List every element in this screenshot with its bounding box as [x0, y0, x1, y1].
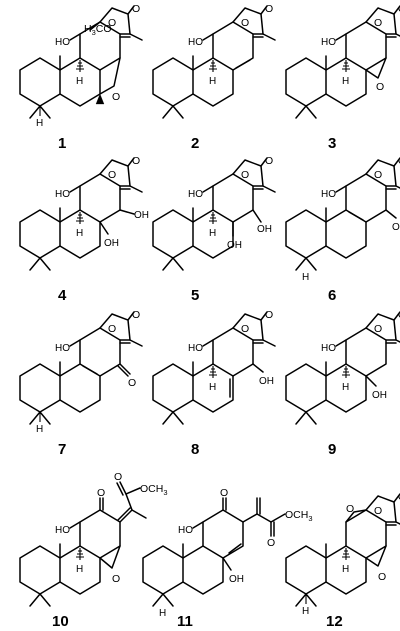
- ring-oxygen-label: O: [108, 323, 116, 335]
- compound-1: HO H H H3CO O O O 1: [19, 3, 143, 152]
- ester-methoxy-label: OCH3: [140, 483, 168, 497]
- compound-8: HO H OH O O 8: [152, 309, 276, 458]
- ring-oxygen-label: O: [108, 17, 116, 29]
- carbonyl-oxygen-label: O: [398, 491, 400, 503]
- hydrogen-label: H: [209, 382, 216, 393]
- compound-number: 9: [328, 441, 336, 458]
- hydrogen-label: H: [159, 608, 166, 619]
- epoxide-oxygen-label: O: [378, 571, 386, 583]
- hydroxyl-label: HO: [55, 525, 70, 536]
- hydroxyl-label: HO: [321, 343, 336, 354]
- carbonyl-oxygen-label: O: [398, 309, 400, 321]
- compound-7: HO H O O O 7: [19, 309, 143, 458]
- hydroxyl-label: OH: [392, 222, 400, 233]
- hydroxyl-label: HO: [55, 37, 70, 48]
- compound-number: 3: [328, 135, 336, 152]
- ring-oxygen-label: O: [241, 323, 249, 335]
- carbonyl-oxygen-label: O: [265, 309, 273, 321]
- compound-4: HO H OH OH O O 4: [19, 155, 149, 304]
- hydrogen-label: H: [76, 228, 83, 239]
- compound-number: 4: [58, 287, 67, 304]
- hydroxyl-label: HO: [188, 343, 203, 354]
- hydroxyl-label: HO: [188, 189, 203, 200]
- hydroxyl-label: OH: [372, 390, 387, 401]
- hydroxyl-label: OH: [134, 210, 149, 221]
- carbonyl-oxygen-label: O: [132, 309, 140, 321]
- hydrogen-label: H: [76, 76, 83, 87]
- carbonyl-oxygen-label: O: [398, 155, 400, 167]
- hydrogen-label: H: [76, 564, 83, 575]
- compound-number: 10: [52, 613, 69, 630]
- ester-oxygen-label: O: [114, 471, 122, 483]
- carbonyl-oxygen-label: O: [132, 3, 140, 15]
- compound-5: HO H OH OH O O 5: [152, 155, 276, 304]
- ketone-oxygen-label: O: [128, 377, 136, 389]
- ketone-oxygen-label: O: [97, 487, 105, 499]
- epoxide-oxygen-label: O: [112, 91, 120, 103]
- carbonyl-oxygen-label: O: [398, 3, 400, 15]
- hydroxyl-label: OH: [104, 238, 119, 249]
- hydroxyl-label: HO: [321, 37, 336, 48]
- carbonyl-oxygen-label: O: [265, 3, 273, 15]
- ring-oxygen-label: O: [108, 169, 116, 181]
- carbonyl-oxygen-label: O: [132, 155, 140, 167]
- hydrogen-label: H: [342, 76, 349, 87]
- epoxide-oxygen-label: O: [376, 81, 384, 93]
- hydrogen-label: H: [209, 76, 216, 87]
- hydroxyl-label: HO: [321, 189, 336, 200]
- compound-number: 5: [191, 287, 199, 304]
- ring-oxygen-label: O: [374, 17, 382, 29]
- ketone-oxygen-label: O: [220, 487, 228, 499]
- compound-12: H H O O O O 12: [285, 491, 400, 630]
- methoxy-label: H3CO: [84, 23, 112, 37]
- compound-number: 6: [328, 287, 336, 304]
- ring-oxygen-label: O: [241, 169, 249, 181]
- compound-10: HO H O O OCH3 O 10: [19, 471, 168, 630]
- hydroxyl-label: HO: [55, 343, 70, 354]
- ring-oxygen-label: O: [374, 505, 382, 517]
- epoxide-oxygen-label: O: [112, 573, 120, 585]
- hydrogen-label: H: [302, 272, 309, 283]
- hydroxyl-label: HO: [55, 189, 70, 200]
- hydrogen-label: H: [209, 228, 216, 239]
- hydroxyl-label: OH: [229, 574, 244, 585]
- hydrogen-label: H: [36, 424, 43, 435]
- carbonyl-oxygen-label: O: [265, 155, 273, 167]
- hydrogen-label: H: [342, 382, 349, 393]
- compound-number: 11: [177, 613, 193, 630]
- hydrogen-label: H: [302, 606, 309, 617]
- ring-oxygen-label: O: [374, 169, 382, 181]
- compound-3: HO H O O O 3: [285, 3, 400, 152]
- compound-2: HO H O O 2: [152, 3, 276, 152]
- ester-oxygen-label: O: [267, 537, 275, 549]
- compound-number: 2: [191, 135, 199, 152]
- ring-oxygen-label: O: [374, 323, 382, 335]
- compound-11: HO H O O OCH3 OH 11: [142, 487, 313, 630]
- compound-number: 8: [191, 441, 199, 458]
- epoxide-oxygen-label: O: [346, 503, 354, 515]
- hydroxyl-label: HO: [188, 37, 203, 48]
- compound-9: HO H OH O O 9: [285, 309, 400, 458]
- compound-6: HO H OH O O 6: [285, 155, 400, 304]
- hydrogen-label: H: [342, 564, 349, 575]
- hydroxyl-label: OH: [259, 376, 274, 387]
- hydrogen-label: H: [36, 118, 43, 129]
- hydroxyl-label: OH: [227, 240, 242, 251]
- ester-methoxy-label: OCH3: [285, 509, 313, 523]
- compound-number: 7: [58, 441, 66, 458]
- hydroxyl-label: HO: [178, 525, 193, 536]
- compound-number: 12: [326, 613, 343, 630]
- ring-oxygen-label: O: [241, 17, 249, 29]
- hydroxyl-label: OH: [257, 224, 272, 235]
- compound-number: 1: [58, 135, 66, 152]
